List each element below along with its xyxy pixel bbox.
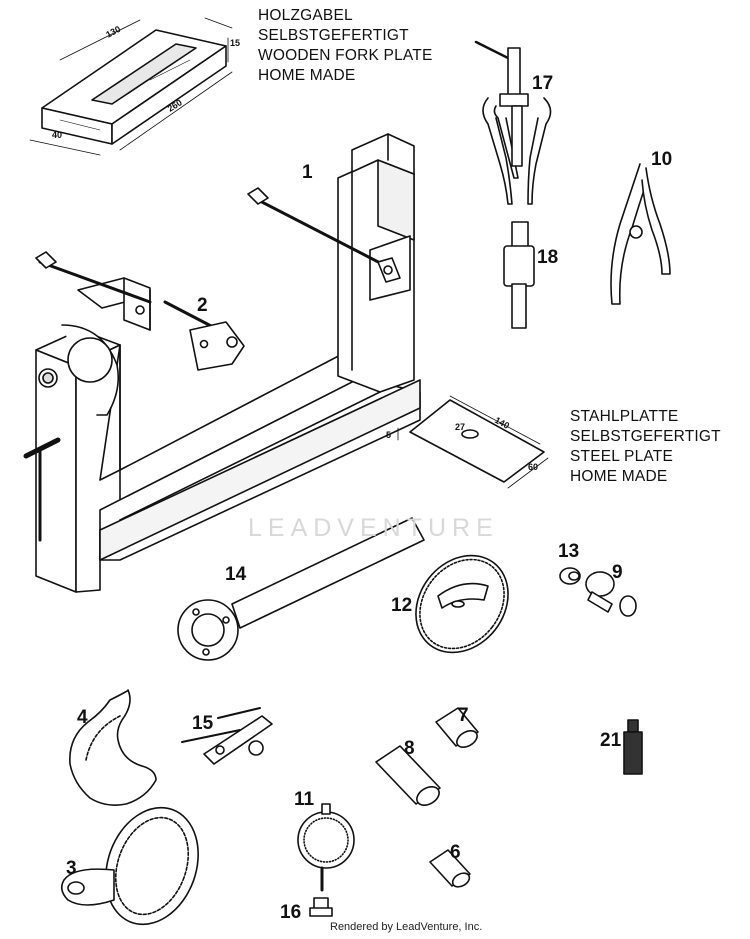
callout-11: 11 [294,789,315,810]
callout-6: 6 [450,842,461,863]
sleeve-part-13 [559,567,581,585]
holder-part-3 [60,806,199,926]
callout-13: 13 [558,541,580,562]
footer-credit: Rendered by LeadVenture, Inc. [330,921,483,933]
pliers-part-10 [610,163,671,305]
wood-dim-a: 130 [104,24,122,40]
callout-8: 8 [404,738,415,759]
plug-part-16 [309,897,333,917]
callout-9: 9 [612,562,623,583]
watermark: LEADVENTURE [248,514,499,542]
note-line: HOME MADE [570,468,668,485]
callout-4: 4 [77,707,88,728]
tool-part-18 [503,221,535,329]
sleeve-part-7 [435,707,479,748]
gear-disc-part-12 [415,554,509,654]
note-line: WOODEN FORK PLATE [258,47,433,64]
wooden-fork-plate [29,17,233,156]
puller-part-17 [474,40,552,205]
engine-stand-frame [23,133,421,593]
sleeve-part-8 [375,745,441,806]
dial-gauge-part-11 [297,803,355,892]
sleeve-part-6 [429,849,471,888]
callout-3: 3 [66,858,77,879]
callout-1: 1 [302,162,313,183]
bottle-part-21 [623,719,643,775]
wood-dim-b: 15 [230,38,240,48]
callout-21: 21 [600,730,622,751]
note-line: STAHLPLATTE [570,408,679,425]
callout-12: 12 [391,595,413,616]
bracket-part-2 [163,300,245,371]
callout-7: 7 [458,705,469,726]
adapter-part-9 [585,571,637,617]
callout-17: 17 [532,73,554,94]
holder-part-14 [177,517,425,661]
steel-plate [397,395,549,489]
tool-part-15 [181,707,273,765]
steel-dim-thickness: 5 [386,430,391,440]
steel-dim-width: 60 [528,462,538,472]
callout-14: 14 [225,564,247,585]
note-line: HOLZGABEL [258,7,353,24]
note-line: HOME MADE [258,67,356,84]
steel-plate-note: STAHLPLATTE SELBSTGEFERTIGT STEEL PLATE … [570,407,721,487]
steel-dim-hole: 27 [455,422,465,432]
note-line: SELBSTGEFERTIGT [570,428,721,445]
holder-part-4 [69,689,157,806]
callout-18: 18 [537,247,559,268]
callout-15: 15 [192,713,214,734]
note-line: STEEL PLATE [570,448,673,465]
callout-2: 2 [197,295,208,316]
note-line: SELBSTGEFERTIGT [258,27,409,44]
wooden-fork-plate-note: HOLZGABEL SELBSTGEFERTIGT WOODEN FORK PL… [258,6,433,86]
callout-10: 10 [651,149,673,170]
callout-16: 16 [280,902,302,923]
wood-dim-c: 40 [52,130,62,140]
